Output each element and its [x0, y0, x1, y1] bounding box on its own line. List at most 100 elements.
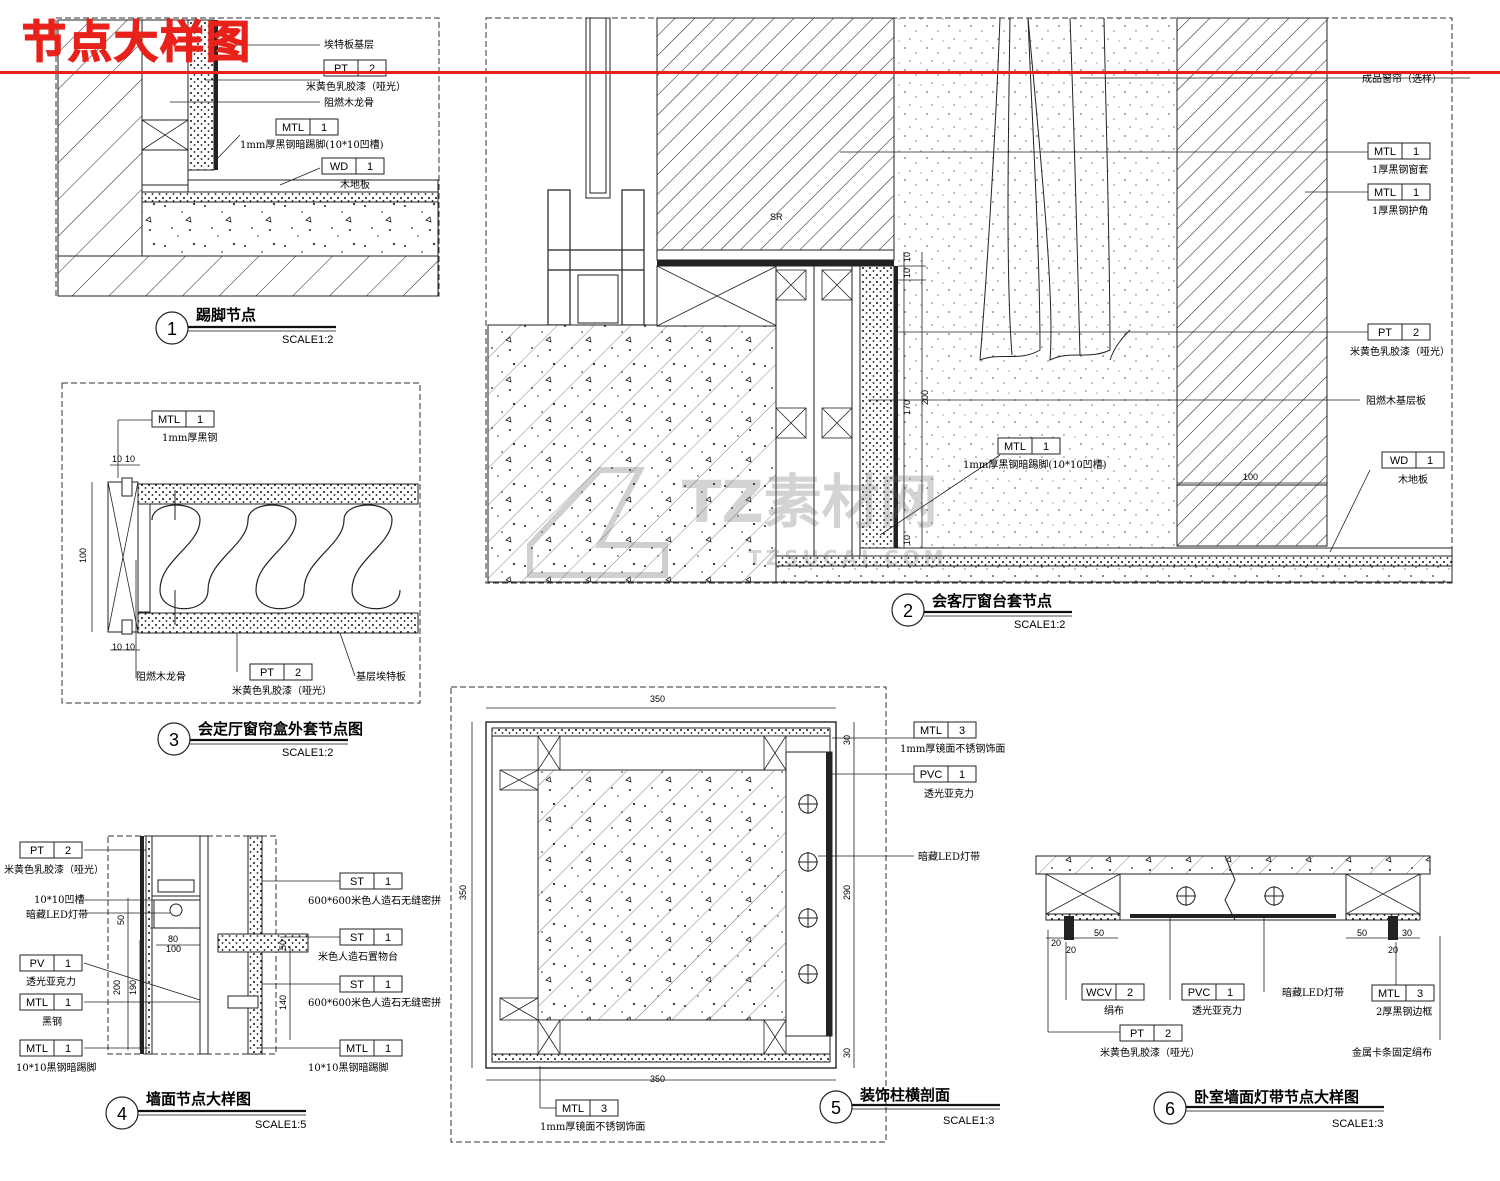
tag-desc: 透光亚克力: [1192, 1004, 1242, 1017]
led-light-icon: [1176, 886, 1284, 906]
tag-code: PV: [30, 958, 45, 970]
tag-desc: 1厚黑钢窗套: [1372, 163, 1428, 176]
detail-3-title: 3 会定厅窗帘盒外套节点图 SCALE1:2: [157, 720, 363, 759]
detail-2-tag-2: MTL 1 1厚黑钢护角: [1367, 183, 1431, 217]
detail-6-tag-mtl: MTL 3 2厚黑钢边框: [1371, 984, 1435, 1018]
tag-number: 2: [1165, 1028, 1171, 1040]
watermark-main: TZ素材网: [682, 468, 938, 536]
tag-code: ST: [350, 876, 364, 888]
tag-code: MTL: [1004, 441, 1026, 453]
note-text: 埃特板基层: [324, 38, 374, 51]
note-text: SR: [770, 212, 783, 222]
tag-number: 1: [1227, 987, 1233, 999]
tag-code: PVC: [920, 769, 943, 781]
tag-code: WD: [330, 161, 348, 173]
tag-code: MTL: [1378, 988, 1400, 1000]
tag-desc: 1mm厚镜面不锈钢饰面: [540, 1120, 645, 1133]
dim-label: 10: [112, 454, 122, 464]
dim-label: 10: [125, 642, 135, 652]
dim-label: 10: [125, 454, 135, 464]
detail-2-tag-5: WD 1 木地板: [1381, 451, 1445, 486]
tag-desc: 2厚黑钢边框: [1376, 1005, 1432, 1018]
tag-number: 2: [65, 845, 71, 857]
dim-label: 50: [1357, 928, 1367, 938]
tag-desc: 米黄色乳胶漆（哑光）: [1100, 1046, 1200, 1059]
tag-code: PT: [30, 845, 44, 857]
tag-number: 1: [65, 1043, 71, 1055]
dim-label: 20: [1388, 945, 1398, 955]
note-text: 基层埃特板: [356, 670, 406, 683]
detail-1-skirting: PT 2 米黄色乳胶漆（哑光） 埃特板基层 阻燃木龙骨 MTL 1 1mm厚黑钢…: [55, 17, 440, 346]
tag-number: 2: [1413, 327, 1419, 339]
detail-scale: SCALE1:2: [1014, 619, 1065, 631]
tag-code: WD: [1390, 455, 1408, 467]
note-text: 金属卡条固定绢布: [1352, 1046, 1432, 1059]
dim-label: 190: [128, 980, 138, 995]
tag-number: 1: [385, 979, 391, 991]
tag-desc: 600*600米色人造石无缝密拼: [308, 894, 441, 907]
detail-6-tag-wcv: WCV 2 绢布: [1081, 983, 1145, 1017]
detail-6-tag-pvc: PVC 1 透光亚克力: [1181, 983, 1245, 1017]
tag-number: 3: [601, 1103, 607, 1115]
detail-5-column: 350 350 350 30 290 30 MTL 3 1mm厚镜面不锈钢饰面 …: [450, 686, 1005, 1143]
note-text: 暗藏LED灯带: [918, 850, 980, 863]
detail-5-tag-mtl-a: MTL 3 1mm厚镜面不锈钢饰面: [900, 721, 1005, 755]
tag-number: 1: [1043, 441, 1049, 453]
note-text: 暗藏LED灯带: [1282, 986, 1344, 999]
detail-5-tag-mtl-b: MTL 3 1mm厚镜面不锈钢饰面: [540, 1099, 645, 1133]
dim-label: 100: [166, 944, 181, 954]
detail-6-title: 6 卧室墙面灯带节点大样图 SCALE1:3: [1153, 1088, 1384, 1130]
tag-code: PT: [260, 667, 274, 679]
detail-2-tag-1: MTL 1 1厚黑钢窗套: [1367, 142, 1431, 176]
detail-5-tag-pvc: PVC 1 透光亚克力: [913, 765, 977, 800]
page-title: 节点大样图: [21, 17, 252, 69]
detail-number: 1: [167, 319, 177, 339]
tag-desc: 米黄色乳胶漆（哑光）: [232, 684, 332, 697]
dim-label: 50: [116, 915, 126, 925]
detail-scale: SCALE1:2: [282, 747, 333, 759]
tag-desc: 透光亚克力: [924, 787, 974, 800]
detail-1-title: 1 踢脚节点 SCALE1:2: [155, 306, 336, 346]
tag-desc: 1mm厚黑钢暗踢脚(10*10凹槽): [240, 138, 384, 151]
note-text: 阻燃木龙骨: [324, 96, 374, 109]
tag-desc: 600*600米色人造石无缝密拼: [308, 996, 441, 1009]
note-text: 成品窗帘（选样）: [1362, 72, 1442, 85]
detail-6-tag-pt: PT 2 米黄色乳胶漆（哑光）: [1100, 1024, 1200, 1059]
tag-number: 1: [385, 876, 391, 888]
tag-number: 1: [65, 997, 71, 1009]
detail-4-tag-st-c: ST 1 600*600米色人造石无缝密拼: [308, 975, 441, 1009]
tag-number: 1: [959, 769, 965, 781]
tag-code: WCV: [1086, 987, 1112, 999]
tag-code: ST: [350, 932, 364, 944]
tag-code: MTL: [26, 997, 48, 1009]
tag-number: 3: [1417, 988, 1423, 1000]
detail-5-title: 5 装饰柱横剖面 SCALE1:3: [819, 1086, 1000, 1127]
detail-4-wall: 50 80 100 200 190 50 140 PT 2 米黄色乳胶漆（哑光）…: [4, 835, 441, 1131]
tag-number: 1: [1413, 187, 1419, 199]
tag-desc: 透光亚克力: [26, 975, 76, 988]
tag-number: 1: [321, 122, 327, 134]
tag-number: 1: [367, 161, 373, 173]
tag-code: PVC: [1188, 987, 1211, 999]
dim-label: 350: [458, 885, 468, 900]
detail-scale: SCALE1:3: [943, 1115, 994, 1127]
tag-number: 1: [197, 414, 203, 426]
dim-label: 50: [278, 940, 288, 950]
note-text: 阻燃木龙骨: [136, 670, 186, 683]
dim-label: 100: [1243, 472, 1258, 482]
detail-number: 5: [831, 1098, 841, 1118]
dim-label: 10: [112, 642, 122, 652]
detail-title: 卧室墙面灯带节点大样图: [1194, 1088, 1359, 1106]
detail-3-curtain-box: 10 10 100 10 10 MTL 1 1mm厚黑钢 阻燃木龙骨 PT 2 …: [61, 382, 421, 759]
dim-label: 30: [842, 1048, 852, 1058]
tag-code: PT: [1378, 327, 1392, 339]
watermark-sub: TZSUCAI.COM: [748, 546, 948, 570]
dim-label: 50: [1094, 928, 1104, 938]
detail-3-tag-2: PT 2 米黄色乳胶漆（哑光）: [232, 663, 332, 697]
detail-title: 墙面节点大样图: [146, 1090, 251, 1108]
tag-code: MTL: [282, 122, 304, 134]
dim-label: 140: [278, 995, 288, 1010]
dim-label: 80: [168, 934, 178, 944]
tag-code: MTL: [26, 1043, 48, 1055]
